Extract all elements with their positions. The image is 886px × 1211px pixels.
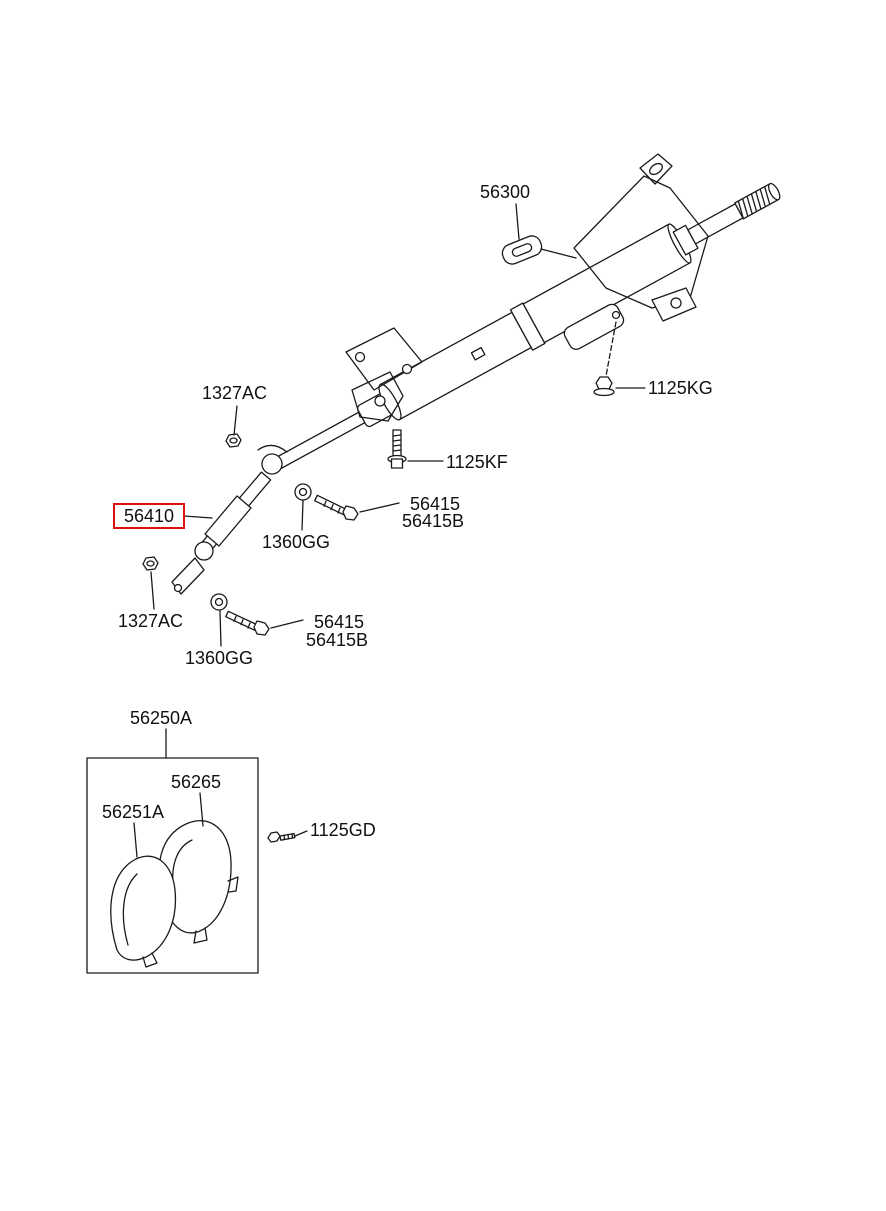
mounting-bracket-drawing [573,153,709,322]
lower-bracket-drawing [345,327,423,422]
nut-1125kg-drawing [593,376,615,397]
washer-1360gg-lower-drawing [210,593,228,611]
cover-group-box [86,757,259,974]
bolt-56415-lower-drawing [225,610,270,636]
part-label-56265[interactable]: 56265 [171,772,222,792]
spline-hatch [737,185,771,220]
bolt-1125gd-drawing [267,831,296,843]
part-label-1125kf[interactable]: 1125KF [446,452,508,472]
part-label-1125gd[interactable]: 1125GD [310,820,376,840]
nut-1327ac-lower-drawing [142,556,159,571]
part-label-56415b-upper[interactable]: 56415B [402,511,465,531]
part-label-56410-highlighted[interactable]: 56410 [113,503,186,529]
nut-1125kg-dashed-line [605,321,617,377]
capsule-link-line [540,248,577,259]
part-label-56250a[interactable]: 56250A [130,708,193,728]
part-label-56415-lower[interactable]: 56415 [314,612,365,632]
leader-lines [133,203,646,858]
part-label-56251a[interactable]: 56251A [102,802,165,822]
part-label-56300[interactable]: 56300 [480,182,531,202]
part-label-1327ac-upper[interactable]: 1327AC [202,383,268,403]
nut-1327ac-upper-drawing [225,433,242,448]
cover-56251a-drawing [110,855,177,968]
capsule-bracket-drawing [501,235,543,265]
bolt-56415-upper-drawing [314,494,359,521]
part-label-1125kg[interactable]: 1125KG [648,378,713,398]
bolt-1125kf-drawing [387,429,407,469]
part-label-1327ac-lower[interactable]: 1327AC [118,611,184,631]
washer-1360gg-upper-drawing [294,483,312,501]
part-label-1360gg-upper[interactable]: 1360GG [262,532,331,552]
part-label-56415-upper[interactable]: 56415 [410,494,461,514]
steering-column-drawing [270,182,781,472]
intermediate-shaft-56410-drawing [171,444,288,595]
part-label-56415b-lower[interactable]: 56415B [306,630,369,650]
part-label-1360gg-lower[interactable]: 1360GG [185,648,254,668]
